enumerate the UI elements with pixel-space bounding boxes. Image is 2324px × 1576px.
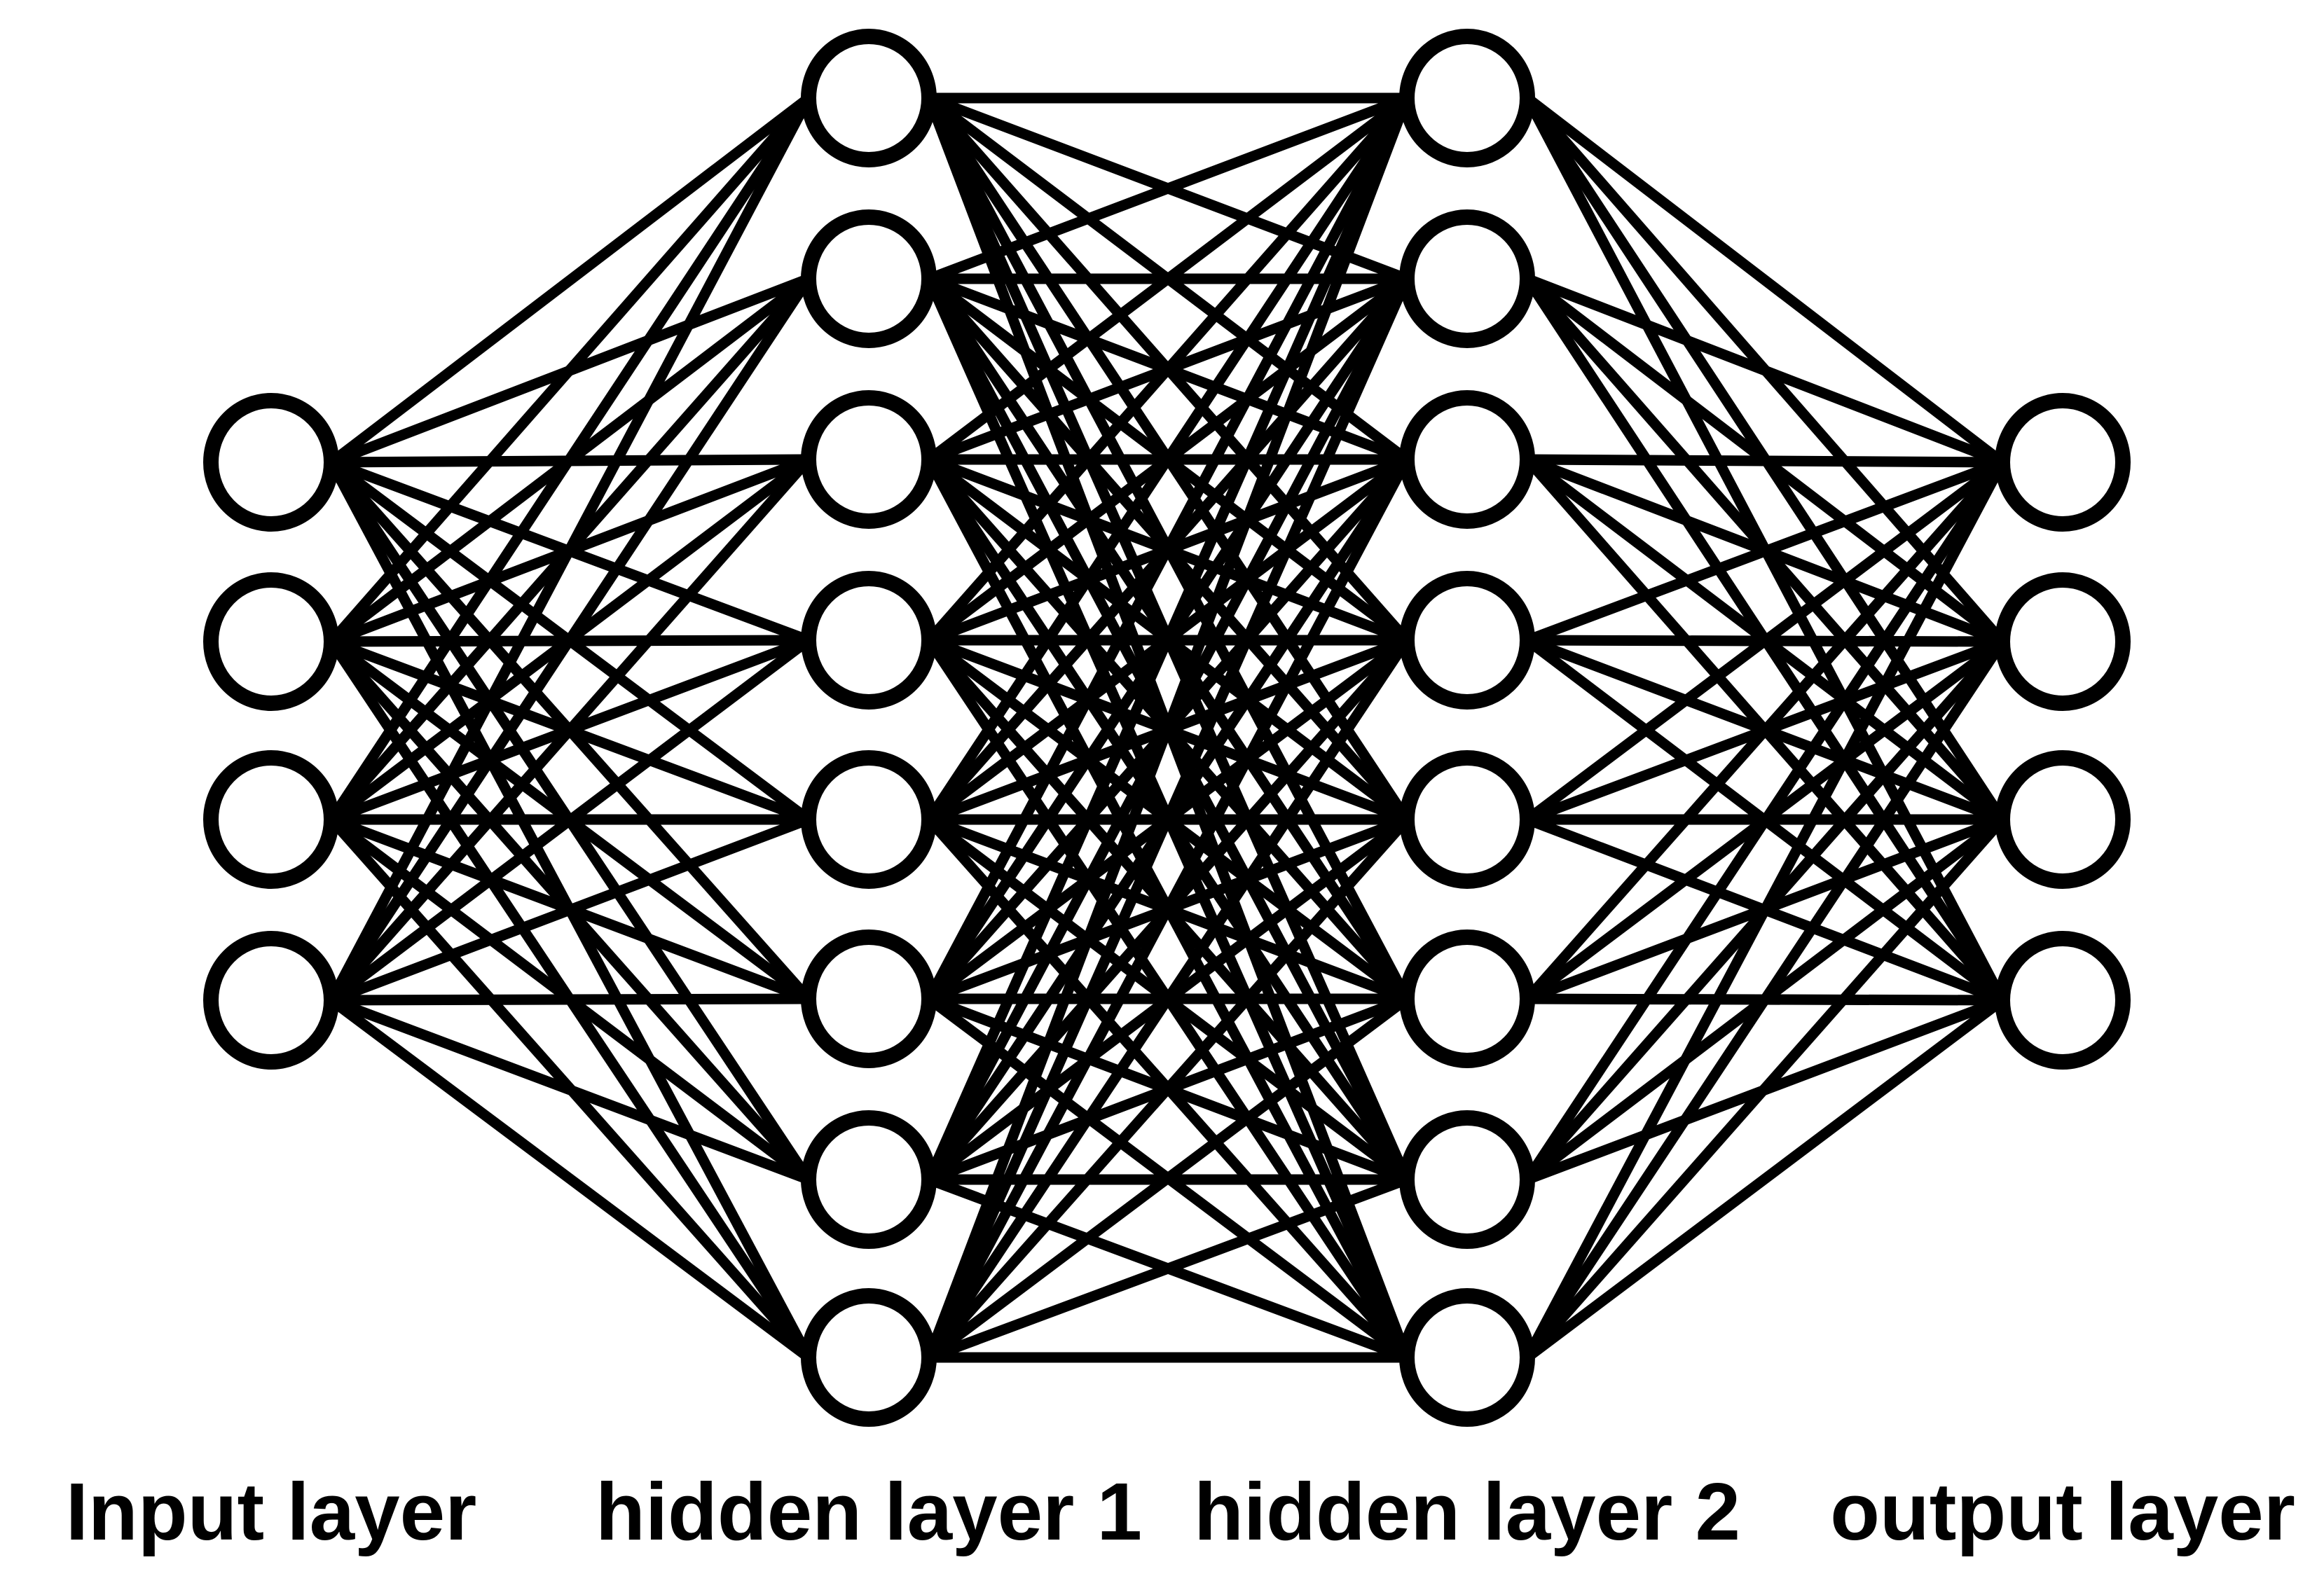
- label-output-layer: output layer: [1830, 1466, 2295, 1557]
- connection-hidden-2-3-to-output-1: [1527, 454, 2003, 468]
- neuron-input-1: [203, 393, 339, 532]
- neuron-hidden-2-8: [1399, 1288, 1535, 1427]
- connection-hidden-2-2-to-output-1: [1525, 274, 2005, 467]
- neuron-output-4: [1995, 931, 2131, 1070]
- connection-hidden-1-7-to-hidden-2-1: [924, 95, 1412, 1182]
- connection-hidden-2-5-to-output-1: [1524, 458, 2006, 824]
- connection-hidden-2-7-to-output-1: [1522, 459, 2007, 1183]
- neuron-hidden-2-7: [1399, 1110, 1535, 1249]
- connections: [326, 92, 2007, 1363]
- connection-hidden-2-6-to-output-1: [1523, 459, 2007, 1002]
- connection-input-4-to-hidden-1-2: [326, 275, 813, 1004]
- connection-input-4-to-hidden-1-4: [328, 636, 812, 1004]
- neurons: [203, 29, 2131, 1427]
- neuron-output-3: [1995, 750, 2131, 889]
- neuron-hidden-2-1: [1399, 29, 1535, 167]
- neuron-hidden-1-3: [801, 390, 937, 529]
- connection-input-1-to-hidden-1-1: [328, 94, 812, 466]
- neuron-hidden-2-2: [1399, 209, 1535, 348]
- neuron-hidden-1-8: [801, 1288, 937, 1427]
- neuron-hidden-2-5: [1399, 750, 1535, 889]
- connection-hidden-1-8-to-hidden-2-4: [924, 637, 1412, 1361]
- connection-hidden-1-8-to-hidden-2-2: [924, 276, 1412, 1360]
- neuron-hidden-2-6: [1399, 929, 1535, 1068]
- neuron-hidden-2-4: [1399, 571, 1535, 710]
- connection-hidden-1-8-to-hidden-2-6: [926, 995, 1410, 1362]
- neuron-hidden-1-7: [801, 1110, 937, 1249]
- connection-input-4-to-hidden-1-1: [326, 95, 813, 1003]
- connection-hidden-1-8-to-hidden-2-5: [925, 816, 1411, 1361]
- connection-hidden-2-8-to-output-4: [1524, 996, 2006, 1362]
- connection-hidden-1-8-to-hidden-2-7: [927, 1174, 1409, 1363]
- connection-hidden-1-2-to-hidden-2-1: [927, 92, 1409, 284]
- label-hidden-layer-2: hidden layer 2: [1194, 1466, 1740, 1557]
- connection-hidden-1-8-to-hidden-2-3: [924, 457, 1412, 1360]
- connection-hidden-2-4-to-output-1: [1525, 457, 2005, 646]
- connection-hidden-1-5-to-hidden-2-1: [924, 95, 1412, 823]
- connection-hidden-2-8-to-output-2: [1522, 638, 2007, 1361]
- neuron-hidden-2-3: [1399, 390, 1535, 529]
- neuron-input-3: [203, 750, 339, 889]
- neuron-hidden-1-2: [801, 209, 937, 348]
- connection-hidden-1-3-to-hidden-2-1: [926, 94, 1410, 464]
- connection-input-2-to-hidden-1-1: [327, 95, 813, 645]
- neuron-output-2: [1995, 572, 2131, 711]
- connection-input-4-to-hidden-1-5: [329, 814, 811, 1006]
- neuron-input-4: [203, 931, 339, 1070]
- connection-input-4-to-hidden-1-8: [328, 995, 812, 1362]
- connection-hidden-2-1-to-output-1: [1524, 94, 2006, 466]
- neuron-hidden-1-1: [801, 29, 937, 167]
- neuron-input-2: [203, 572, 339, 711]
- connection-hidden-2-8-to-output-3: [1523, 816, 2007, 1361]
- connection-input-3-to-hidden-1-1: [326, 95, 813, 823]
- neuron-hidden-1-6: [801, 929, 937, 1068]
- connection-hidden-2-8-to-output-1: [1522, 459, 2007, 1360]
- connection-input-4-to-hidden-1-7: [329, 995, 811, 1185]
- label-input-layer: Input layer: [66, 1466, 477, 1557]
- connection-hidden-1-6-to-hidden-2-1: [924, 95, 1412, 1002]
- label-hidden-layer-1: hidden layer 1: [596, 1466, 1142, 1557]
- neuron-hidden-1-5: [801, 750, 937, 889]
- connection-hidden-1-4-to-hidden-2-1: [925, 95, 1411, 644]
- connection-input-4-to-hidden-1-6: [331, 993, 809, 1006]
- neuron-output-1: [1995, 393, 2131, 532]
- neuron-hidden-1-4: [801, 571, 937, 710]
- connection-hidden-1-8-to-hidden-2-1: [923, 96, 1412, 1360]
- connection-input-4-to-hidden-1-3: [327, 456, 813, 1004]
- layer-labels: Input layer hidden layer 1 hidden layer …: [66, 1466, 2295, 1557]
